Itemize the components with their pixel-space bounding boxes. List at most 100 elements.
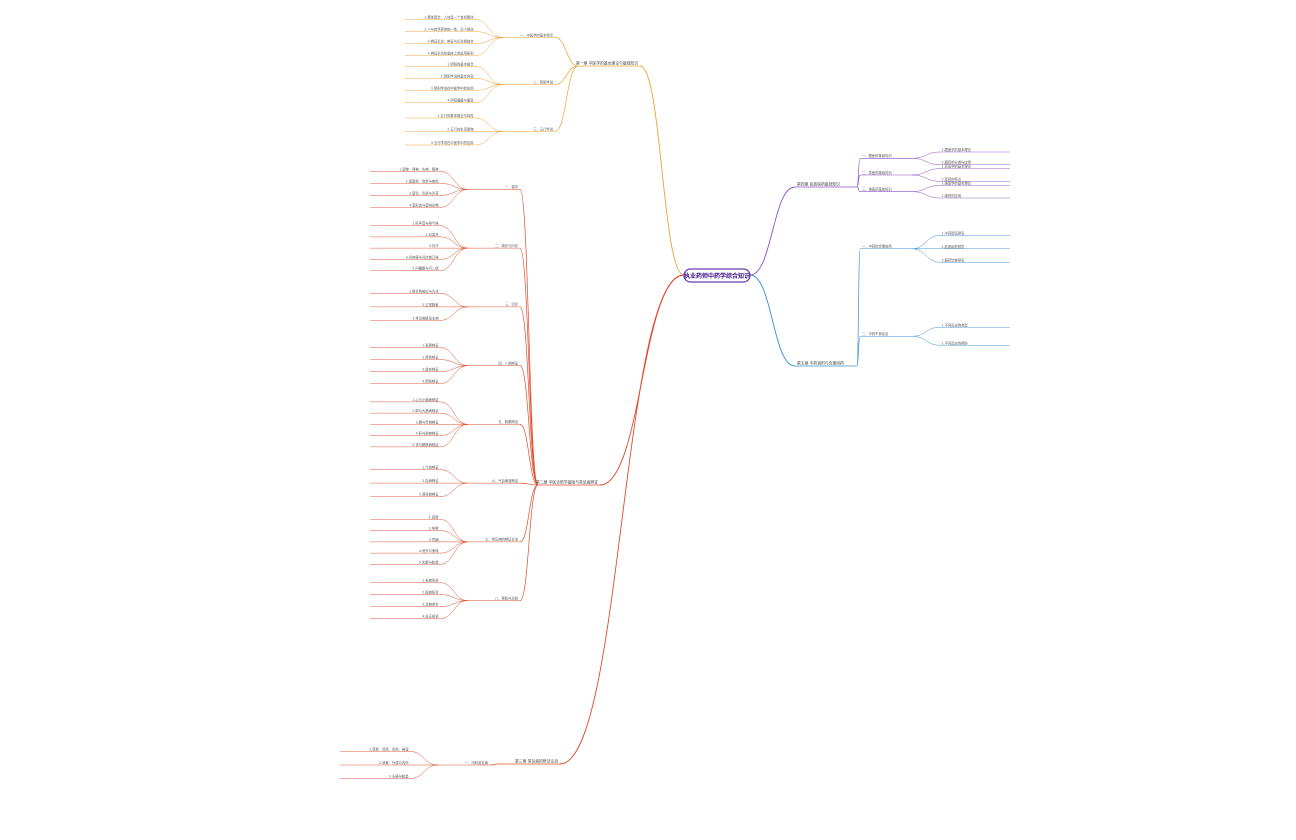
- child-connector: [519, 365, 539, 486]
- leaf-label[interactable]: 3.脾与胃病辨证: [416, 419, 440, 424]
- leaf-label[interactable]: 3.头痛与眩晕: [389, 774, 409, 779]
- leaf-label[interactable]: 2.既病防变: [422, 590, 439, 595]
- leaf-label[interactable]: 1.感冒：风寒、风热、暑湿: [369, 747, 409, 752]
- leaf-label[interactable]: 3.虚实辨证: [422, 367, 439, 372]
- leaf-label[interactable]: 1.中药配伍禁忌: [942, 230, 966, 235]
- root-node[interactable]: 执业药师中药学综合知识: [683, 268, 751, 283]
- leaf-label[interactable]: 3.胃痛: [429, 537, 439, 542]
- leaf-connector: [439, 365, 469, 384]
- leaf-connector: [439, 247, 469, 271]
- branch-label[interactable]: 第三章 常见病的辨证论治: [515, 759, 558, 764]
- leaf-label[interactable]: 4.肝与胆病辨证: [416, 431, 440, 436]
- leaf-label[interactable]: 3.辨证论治：辨证与论治相结合: [427, 39, 474, 44]
- child-label[interactable]: 五、脏腑辨证: [498, 419, 518, 424]
- leaf-label[interactable]: 5.问睡眠与问二便: [412, 266, 439, 271]
- child-label[interactable]: 八、预防与治则: [495, 595, 518, 600]
- leaf-label[interactable]: 1.表里辨证: [422, 343, 439, 348]
- leaf-label[interactable]: 2.寒热辨证: [422, 355, 439, 360]
- leaf-label[interactable]: 3.问汗: [429, 243, 439, 248]
- child-label[interactable]: 一、内科常见病: [465, 760, 489, 765]
- leaf-label[interactable]: 2.问寒热: [425, 232, 439, 237]
- leaf-label[interactable]: 2.蒙药的特点: [942, 176, 962, 181]
- leaf-label[interactable]: 1.整体观念：人体是一个有机整体: [424, 15, 474, 20]
- leaf-label[interactable]: 3.五行学说在中医学中的应用: [431, 140, 474, 145]
- leaf-label[interactable]: 1.维医学的基本理论: [942, 180, 972, 185]
- leaf-label[interactable]: 2.藏药的分类与应用: [942, 160, 972, 165]
- child-label[interactable]: 一、中医学的基本特点: [520, 32, 554, 37]
- leaf-label[interactable]: 5.肾与膀胱病辨证: [412, 442, 439, 447]
- leaf-connector: [439, 189, 469, 208]
- leaf-label[interactable]: 3.望舌：舌质与舌苔: [409, 190, 439, 195]
- leaf-label[interactable]: 4.阴阳辨证: [422, 379, 439, 384]
- leaf-label[interactable]: 4.望形态与望排出物: [409, 202, 439, 207]
- leaf-label[interactable]: 1.望神：得神、失神、假神: [399, 166, 439, 171]
- child-label[interactable]: 二、闻诊与问诊: [495, 243, 519, 248]
- leaf-connector: [474, 78, 504, 85]
- leaf-label[interactable]: 1.脉诊的部位与方法: [409, 288, 439, 293]
- child-label[interactable]: 三、切诊: [505, 302, 519, 307]
- leaf-label[interactable]: 3.治病求本: [422, 602, 439, 607]
- leaf-label[interactable]: 4.泄泻与便秘: [419, 548, 439, 553]
- child-label[interactable]: 一、中药的合理应用: [862, 244, 892, 249]
- child-label[interactable]: 一、望诊: [505, 184, 519, 189]
- leaf-label[interactable]: 2.五行的生克乘侮: [447, 127, 474, 132]
- leaf-label[interactable]: 2.妊娠用药禁忌: [942, 244, 966, 249]
- branch-label[interactable]: 第一章 中医学的基本理论与基础知识: [576, 61, 638, 66]
- child-label[interactable]: 二、阴阳学说: [533, 79, 553, 84]
- branch-label[interactable]: 第二章 中医诊断学基础与常见病辨证: [536, 480, 598, 485]
- leaf-label[interactable]: 3.常见病脉及主病: [412, 315, 439, 320]
- leaf-label[interactable]: 5.失眠与眩晕: [419, 559, 439, 564]
- branch-label[interactable]: 第四章 民族医药基础知识: [797, 182, 840, 187]
- leaf-connector: [474, 131, 504, 146]
- child-label[interactable]: 三、维医药基础知识: [862, 186, 892, 191]
- leaf-label[interactable]: 2.阴阳学说的基本内容: [441, 74, 475, 79]
- leaf-label[interactable]: 1.阴阳的基本概念: [447, 62, 474, 67]
- leaf-connector: [911, 336, 941, 346]
- leaf-label[interactable]: 2.不良反应的预防: [942, 340, 969, 345]
- leaf-label[interactable]: 2.咳嗽：外感与内伤: [379, 760, 409, 765]
- leaf-label[interactable]: 3.阴阳学说在中医学中的应用: [431, 86, 474, 91]
- child-label[interactable]: 二、蒙医药基础知识: [862, 170, 892, 175]
- leaf-label[interactable]: 1.气病辨证: [422, 465, 439, 470]
- leaf-connector: [439, 347, 469, 366]
- leaf-label[interactable]: 2.望面色：常色与病色: [406, 178, 440, 183]
- leaf-label[interactable]: 2.正常脉象: [422, 302, 439, 307]
- child-label[interactable]: 七、常见病的辨证论治: [485, 537, 519, 542]
- leaf-label[interactable]: 4.扶正祛邪: [422, 614, 439, 619]
- leaf-connector: [439, 365, 469, 372]
- child-connector: [856, 335, 861, 367]
- child-label[interactable]: 四、八纲辨证: [498, 360, 518, 365]
- child-connector: [554, 37, 579, 67]
- leaf-connector: [911, 191, 941, 199]
- leaf-label[interactable]: 4.辨证论治在临床上的运用原则: [427, 51, 473, 56]
- leaf-label[interactable]: 3.服药饮食禁忌: [942, 257, 966, 262]
- leaf-label[interactable]: 2.血病辨证: [422, 478, 439, 483]
- leaf-label[interactable]: 1.心与小肠病辨证: [412, 397, 439, 402]
- leaf-label[interactable]: 1.感冒: [429, 514, 439, 519]
- child-label[interactable]: 三、五行学说: [533, 126, 553, 131]
- leaf-connector: [439, 171, 469, 190]
- leaf-label[interactable]: 2.维药的应用: [942, 193, 962, 198]
- leaf-label[interactable]: 4.问疼痛与问饮食口味: [406, 254, 440, 259]
- child-label[interactable]: 二、中药不良反应: [862, 331, 889, 336]
- leaf-label[interactable]: 1.五行的基本概念与特性: [437, 113, 474, 118]
- leaf-label[interactable]: 2.咳嗽: [429, 526, 439, 531]
- child-label[interactable]: 六、气血津液辨证: [492, 478, 519, 483]
- leaf-label[interactable]: 2.肺与大肠病辨证: [412, 408, 439, 413]
- leaf-label[interactable]: 2.人与自然界的统一性，天人相应: [424, 27, 474, 32]
- leaf-connector: [474, 31, 504, 38]
- leaf-label[interactable]: 1.不良反应的类型: [942, 322, 969, 327]
- leaf-connector: [439, 236, 469, 249]
- leaf-label[interactable]: 4.阴阳偏盛与偏衰: [447, 98, 474, 103]
- leaf-label[interactable]: 1.听声音与嗅气味: [412, 221, 439, 226]
- leaf-label[interactable]: 1.蒙医学的基本理论: [942, 164, 972, 169]
- leaf-label[interactable]: 1.藏医学的基本理论: [942, 147, 972, 152]
- branch-label[interactable]: 第五章 中药调剂与合理用药: [797, 361, 844, 366]
- child-label[interactable]: 一、藏医药基础知识: [862, 153, 892, 158]
- leaf-connector: [409, 751, 439, 766]
- leaf-label[interactable]: 3.津液病辨证: [419, 492, 439, 497]
- leaf-connector: [474, 19, 504, 38]
- child-connector: [519, 306, 539, 486]
- leaf-label[interactable]: 1.未病先防: [422, 578, 439, 583]
